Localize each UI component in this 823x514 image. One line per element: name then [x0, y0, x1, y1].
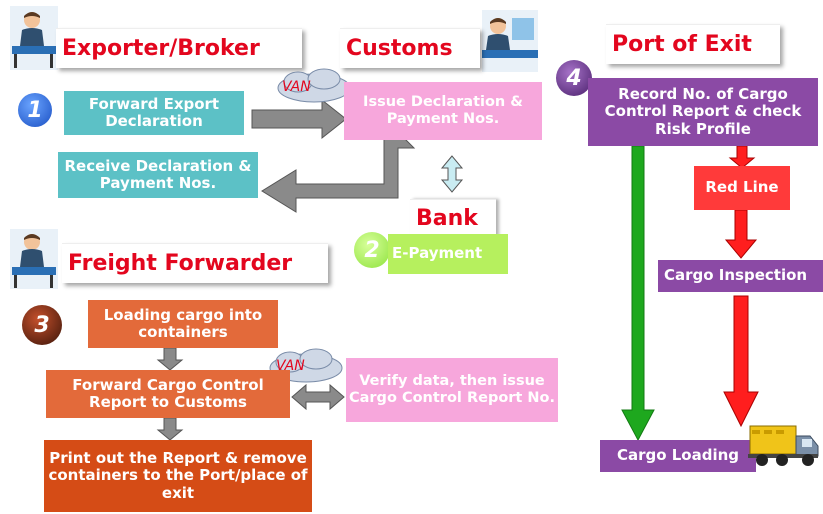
box-record-no: Record No. of Cargo Control Report & che… [588, 78, 818, 146]
arrow-return-declaration [261, 133, 416, 213]
box-cargo-inspection-text: Cargo Inspection [664, 266, 808, 285]
box-loading-cargo: Loading cargo into containers [88, 300, 278, 348]
arrow-red-inspection [724, 209, 758, 259]
arrow-red-truck [723, 295, 759, 428]
arrow-green-cargo-loading [621, 145, 655, 442]
arrow-forward-declaration [251, 98, 347, 140]
box-red-line: Red Line [694, 166, 790, 210]
person-icon-forwarder [10, 229, 58, 289]
box-verify-data-text: Verify data, then issue Cargo Control Re… [348, 373, 556, 406]
step-2-badge: 2 [354, 232, 390, 268]
header-port-of-exit: Port of Exit [606, 24, 780, 64]
box-cargo-loading-text: Cargo Loading [616, 446, 740, 465]
step-1-number: 1 [27, 97, 43, 123]
box-verify-data: Verify data, then issue Cargo Control Re… [346, 358, 558, 422]
cloud-icon-van-top [277, 68, 351, 103]
arrow-loading-down [156, 347, 184, 371]
header-port-of-exit-label: Port of Exit [612, 32, 752, 57]
truck-icon [748, 425, 819, 466]
header-exporter-broker: Exporter/Broker [56, 28, 302, 68]
step-3-badge: 3 [22, 305, 62, 345]
arrow-forward-verify [291, 383, 345, 411]
box-forward-cargo-control: Forward Cargo Control Report to Customs [46, 370, 290, 418]
arrow-print-down [156, 417, 184, 441]
header-freight-forwarder-label: Freight Forwarder [68, 251, 293, 276]
header-exporter-broker-label: Exporter/Broker [62, 36, 260, 61]
box-issue-declaration: Issue Declaration & Payment Nos. [344, 82, 542, 140]
header-customs: Customs [340, 28, 480, 68]
step-2-number: 2 [364, 237, 380, 263]
box-record-no-text: Record No. of Cargo Control Report & che… [604, 85, 802, 138]
header-bank: Bank [410, 199, 496, 237]
step-4-number: 4 [566, 65, 582, 91]
box-receive-declaration-text: Receive Declaration & Payment Nos. [64, 156, 252, 192]
box-e-payment: E-Payment [388, 234, 508, 274]
arrow-red-red-line [728, 145, 756, 169]
arrow-customs-bank [440, 155, 464, 193]
person-icon-customs [482, 10, 538, 72]
header-bank-label: Bank [416, 206, 478, 231]
cloud-label-top: VAN [282, 79, 311, 95]
box-loading-cargo-text: Loading cargo into containers [103, 305, 263, 341]
person-icon-exporter [10, 6, 58, 70]
box-forward-export-declaration-text: Forward Export Declaration [88, 94, 220, 130]
box-print-report-text: Print out the Report & remove containers… [48, 449, 308, 502]
box-cargo-inspection: Cargo Inspection [658, 260, 823, 292]
step-1-badge: 1 [18, 93, 52, 127]
box-issue-declaration-text: Issue Declaration & Payment Nos. [363, 94, 523, 127]
header-freight-forwarder: Freight Forwarder [62, 243, 328, 283]
box-receive-declaration: Receive Declaration & Payment Nos. [58, 152, 258, 198]
box-red-line-text: Red Line [705, 178, 779, 197]
header-customs-label: Customs [346, 36, 453, 61]
box-forward-cargo-control-text: Forward Cargo Control Report to Customs [72, 375, 264, 411]
box-e-payment-text: E-Payment [392, 244, 483, 263]
box-print-report: Print out the Report & remove containers… [44, 440, 312, 512]
step-4-badge: 4 [556, 60, 592, 96]
step-3-number: 3 [34, 312, 50, 338]
box-forward-export-declaration: Forward Export Declaration [64, 91, 244, 135]
box-cargo-loading: Cargo Loading [600, 440, 756, 472]
